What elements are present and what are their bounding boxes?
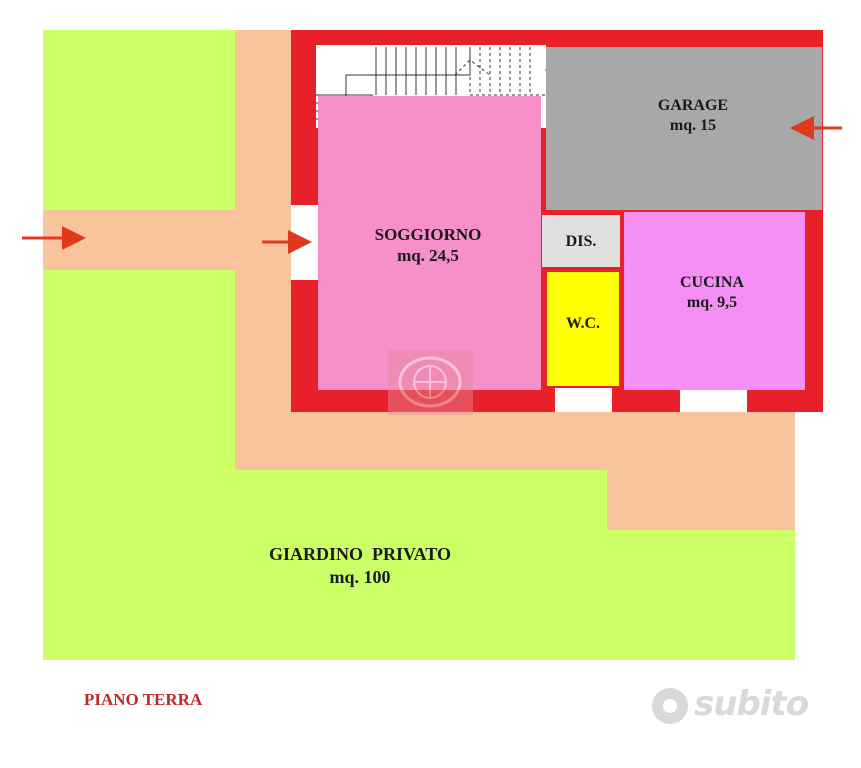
soggiorno-room	[318, 96, 541, 390]
wc-room	[547, 272, 619, 386]
subito-logo-icon	[652, 688, 688, 724]
dis-room	[542, 215, 620, 267]
paved-path	[43, 30, 795, 530]
cucina-label: CUCINA mq. 9,5	[652, 273, 772, 313]
giardino-label: GIARDINO PRIVATO mq. 100	[240, 543, 480, 588]
cucina-name: CUCINA	[680, 274, 744, 291]
globe-logo-icon	[388, 350, 473, 415]
soggiorno-label: SOGGIORNO mq. 24,5	[358, 224, 498, 267]
entrance-arrow-icon	[22, 116, 842, 254]
soggiorno-area: mq. 24,5	[397, 246, 459, 266]
subito-watermark: subito	[650, 684, 825, 728]
giardino-name: GIARDINO PRIVATO	[268, 544, 452, 564]
floor-title: PIANO TERRA	[84, 690, 203, 709]
cucina-area: mq. 9,5	[686, 294, 738, 311]
garage-area: mq. 15	[669, 117, 717, 134]
subito-watermark-text: subito	[694, 684, 809, 724]
wc-name: W.C.	[565, 315, 601, 332]
soggiorno-name: SOGGIORNO	[374, 225, 482, 244]
garage-room	[546, 47, 822, 210]
wc-label: W.C.	[548, 314, 618, 334]
giardino-area: mq. 100	[329, 566, 391, 587]
dis-label: DIS.	[548, 232, 614, 252]
dis-name: DIS.	[565, 233, 597, 250]
garage-label: GARAGE mq. 15	[633, 96, 753, 136]
cucina-room	[624, 212, 805, 390]
garage-name: GARAGE	[657, 97, 729, 114]
